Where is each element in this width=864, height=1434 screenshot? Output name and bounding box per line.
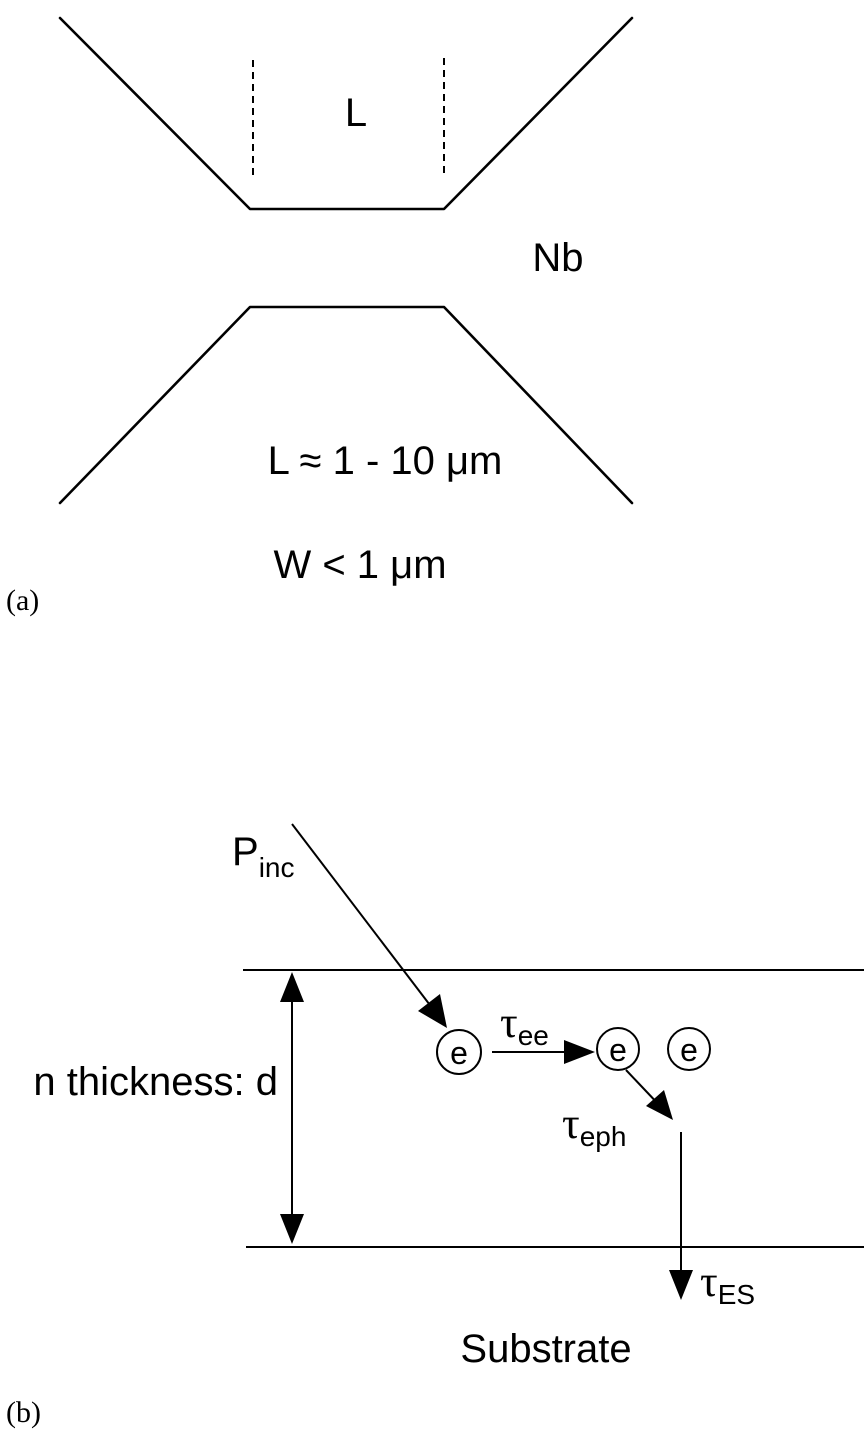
length-range-label: L ≈ 1 - 10 μm (268, 439, 503, 483)
tau-es-label: τES (700, 1257, 755, 1310)
svg-text:e: e (680, 1032, 698, 1068)
panel-a-label: (a) (6, 584, 39, 617)
eph-arrow (625, 1069, 673, 1120)
tau-ee-label: τee (500, 998, 549, 1051)
substrate-label: Substrate (460, 1327, 631, 1371)
svg-text:e: e (450, 1035, 468, 1071)
material-label: Nb (532, 236, 583, 280)
panel-b: Pinc n thickness: d e e e τee (6, 823, 864, 1429)
bridge-upper-outline (58, 16, 634, 211)
thickness-arrow (280, 972, 304, 1244)
panel-a: L Nb L ≈ 1 - 10 μm W < 1 μm (a) (6, 16, 634, 617)
electron-3: e (667, 1027, 711, 1071)
bridge-lower-outline (58, 305, 634, 505)
electron-1: e (436, 1029, 482, 1075)
thickness-label: n thickness: d (33, 1060, 278, 1104)
width-spec-label: W < 1 μm (273, 543, 446, 587)
svg-text:e: e (609, 1032, 627, 1068)
escape-arrow (669, 1132, 693, 1300)
length-symbol: L (345, 91, 367, 135)
electron-2: e (596, 1027, 640, 1071)
incident-arrow (291, 823, 447, 1028)
incident-power-label: Pinc (232, 830, 294, 883)
panel-b-label: (b) (6, 1396, 41, 1429)
tau-eph-label: τeph (562, 1099, 626, 1152)
ee-scattering-arrow (492, 1040, 595, 1064)
